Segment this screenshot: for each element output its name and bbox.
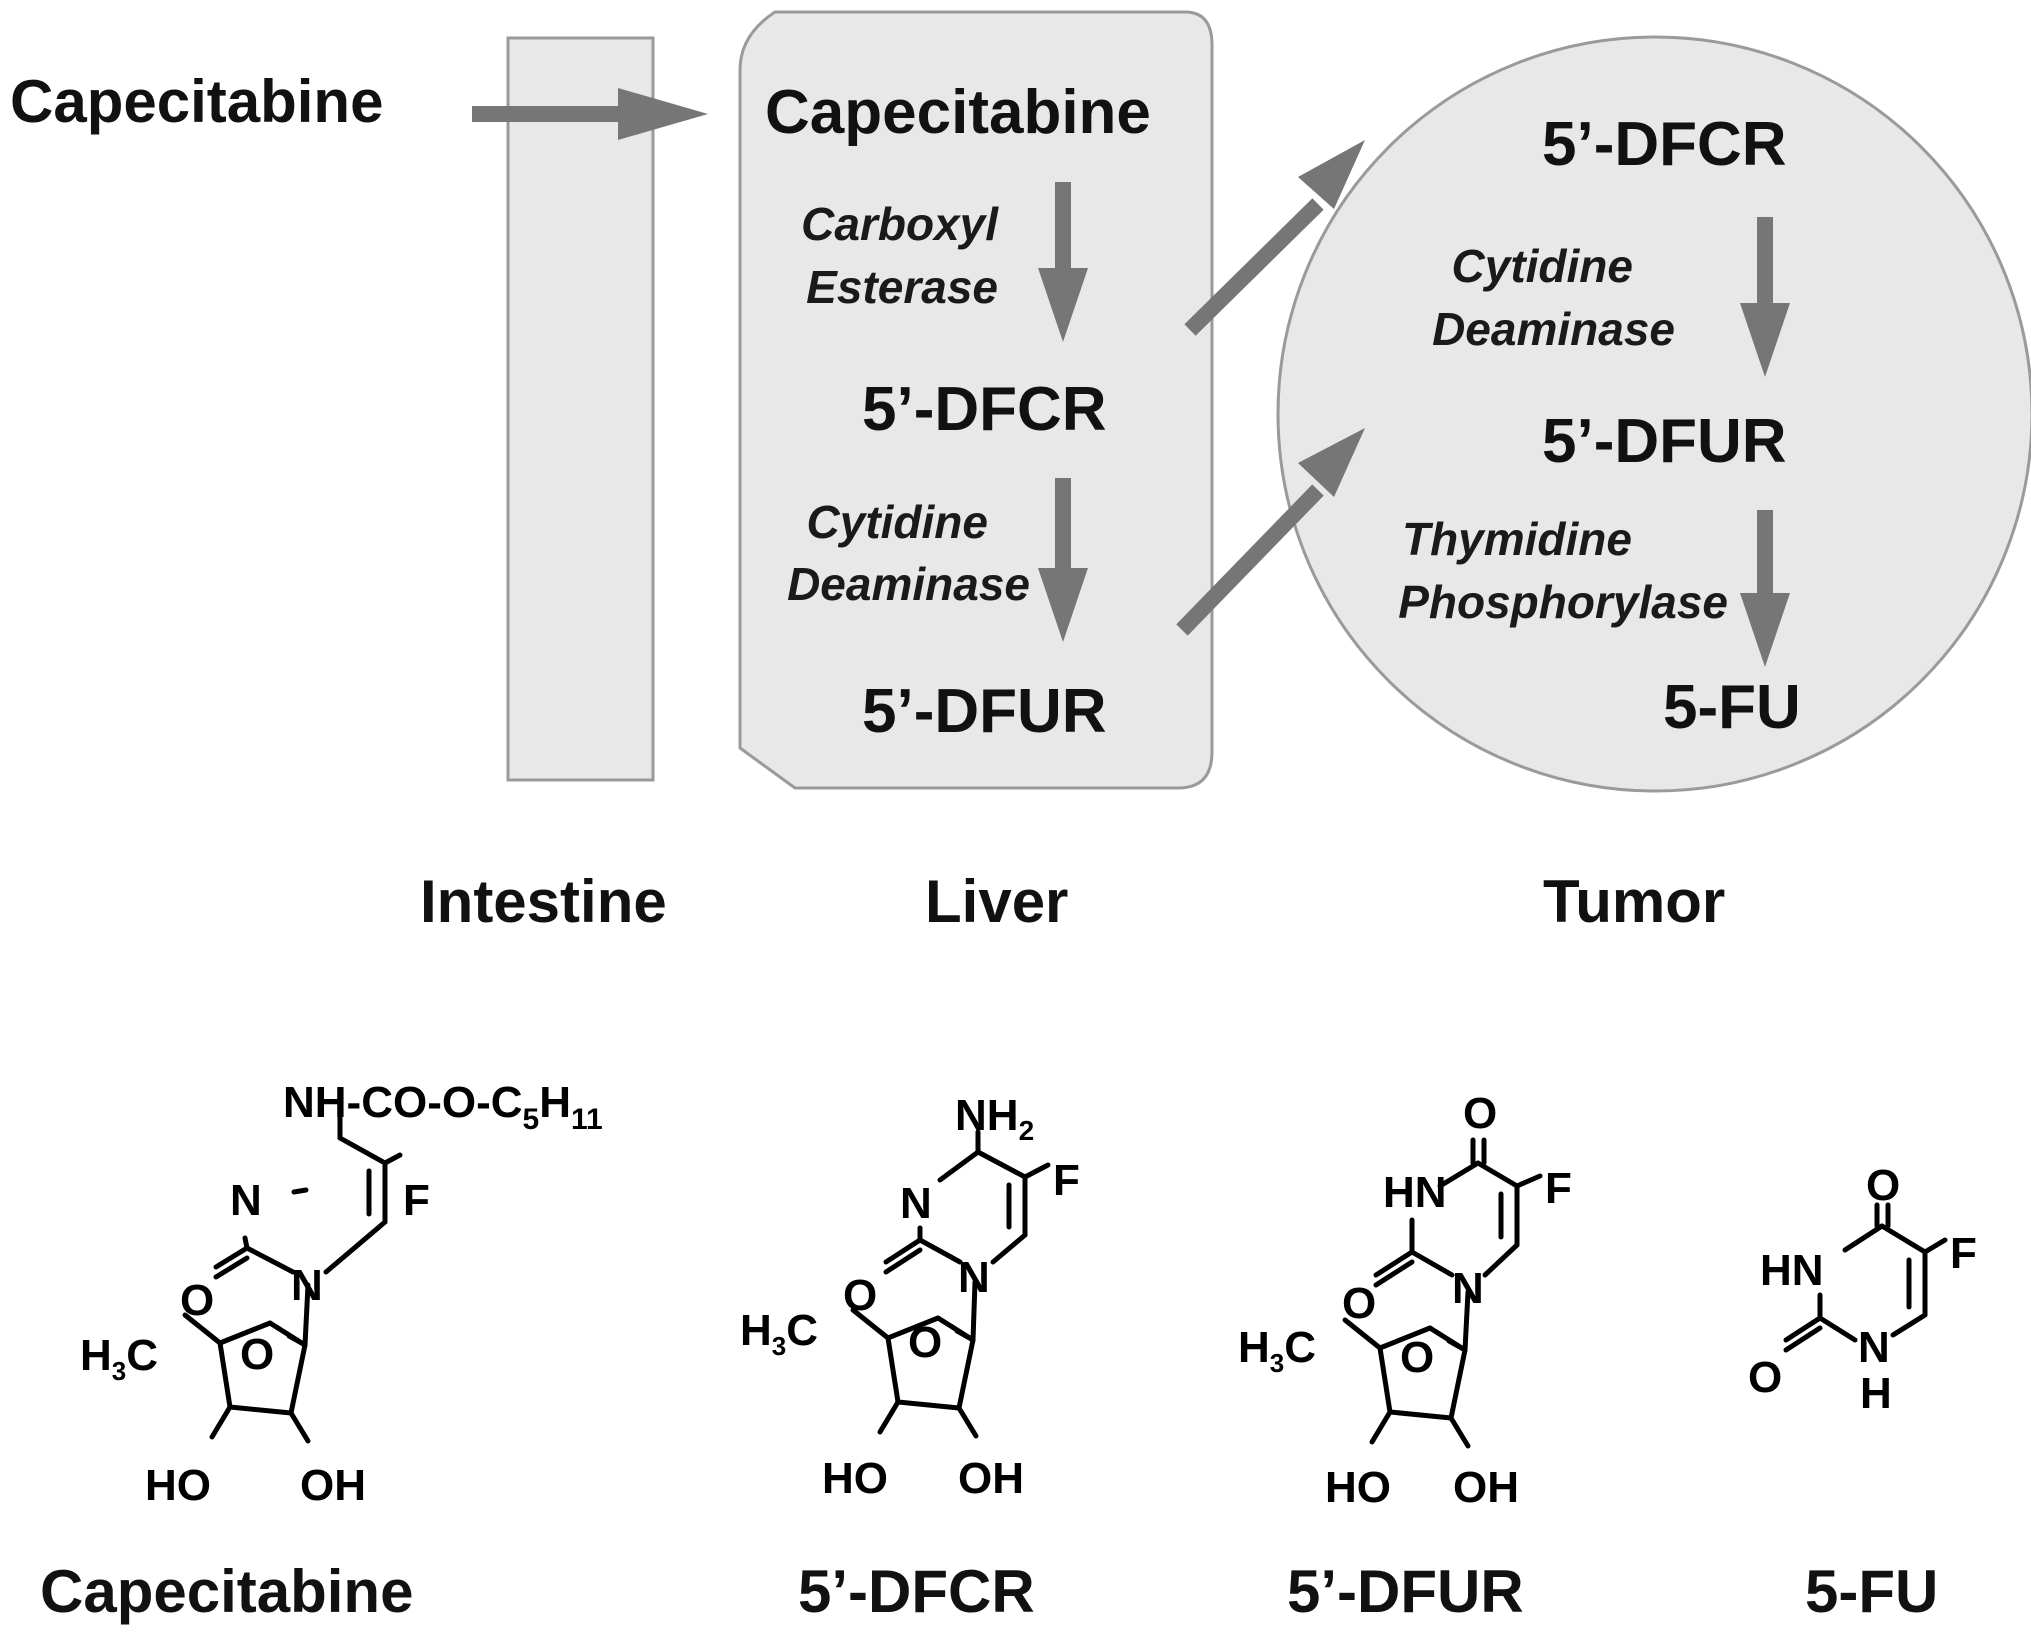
svg-text:OH: OH: [300, 1461, 366, 1510]
intestine-box: [506, 36, 655, 782]
liver-box: [738, 10, 1214, 790]
svg-text:F: F: [1950, 1229, 1977, 1278]
tumor-enzyme-cytidine-line1: Cytidine: [1452, 240, 1633, 292]
svg-text:N: N: [291, 1261, 323, 1310]
svg-text:O: O: [908, 1318, 942, 1367]
svg-text:O: O: [1866, 1161, 1900, 1210]
arrow-tumor-step-2: [1740, 510, 1790, 667]
svg-text:O: O: [1400, 1333, 1434, 1382]
liver-capecitabine-label: Capecitabine: [765, 78, 1151, 147]
organ-label-liver: Liver: [925, 868, 1068, 935]
svg-text:H: H: [1860, 1369, 1892, 1418]
tumor-enzyme-thymidine-line2: Phosphorylase: [1398, 576, 1728, 628]
organ-label-tumor: Tumor: [1543, 868, 1725, 935]
liver-enzyme-carboxyl-line2: Esterase: [806, 261, 998, 313]
liver-enzyme-cytidine-line2: Deaminase: [787, 558, 1030, 610]
arrow-dfcr-to-tumor: [1184, 140, 1365, 336]
tumor-dfcr-label: 5’-DFCR: [1542, 110, 1787, 179]
svg-text:O: O: [180, 1276, 214, 1325]
structure-name-5fu: 5-FU: [1805, 1558, 1938, 1625]
svg-text:O: O: [240, 1330, 274, 1379]
arrow-liver-step-2: [1038, 478, 1088, 642]
svg-text:N: N: [1452, 1264, 1484, 1313]
svg-text:O: O: [1463, 1089, 1497, 1138]
capecitabine-substituent: NH-CO-O-C5H11: [283, 1078, 603, 1136]
dfcr-amine: NH2: [955, 1091, 1034, 1146]
svg-text:HN: HN: [1760, 1246, 1824, 1295]
svg-text:H3C: H3C: [80, 1331, 158, 1386]
svg-text:H3C: H3C: [1238, 1323, 1316, 1378]
tumor-circle: [1276, 35, 2031, 793]
structure-dfcr: NH2 N F N O O H3C HO OH: [740, 1091, 1080, 1503]
structure-name-dfur: 5’-DFUR: [1287, 1558, 1524, 1625]
svg-text:HN: HN: [1383, 1168, 1447, 1217]
organ-label-intestine: Intestine: [420, 868, 667, 935]
svg-text:HO: HO: [145, 1461, 211, 1510]
tumor-dfur-label: 5’-DFUR: [1542, 407, 1787, 476]
svg-text:N: N: [900, 1179, 932, 1228]
svg-text:F: F: [403, 1176, 430, 1225]
svg-text:F: F: [1545, 1164, 1572, 1213]
arrow-dfur-to-tumor: [1176, 428, 1365, 636]
structure-name-capecitabine: Capecitabine: [40, 1558, 413, 1625]
input-capecitabine-label: Capecitabine: [10, 68, 383, 135]
svg-text:N: N: [230, 1176, 262, 1225]
liver-dfur-label: 5’-DFUR: [862, 677, 1107, 746]
structure-dfur: O HN F N O O H3C HO OH: [1238, 1089, 1572, 1512]
svg-text:OH: OH: [958, 1454, 1024, 1503]
svg-text:H3C: H3C: [740, 1306, 818, 1361]
svg-text:OH: OH: [1453, 1463, 1519, 1512]
arrow-liver-step-1: [1038, 182, 1088, 342]
liver-dfcr-label: 5’-DFCR: [862, 375, 1107, 444]
svg-text:O: O: [1342, 1279, 1376, 1328]
svg-text:HO: HO: [822, 1454, 888, 1503]
structure-capecitabine: NH-CO-O-C5H11 N F N O O H3C HO OH: [80, 1078, 603, 1510]
svg-text:O: O: [843, 1271, 877, 1320]
svg-text:N: N: [1858, 1323, 1890, 1372]
tumor-enzyme-thymidine-line1: Thymidine: [1402, 513, 1632, 565]
svg-text:N: N: [958, 1253, 990, 1302]
svg-text:O: O: [1748, 1353, 1782, 1402]
svg-text:F: F: [1053, 1156, 1080, 1205]
structure-name-dfcr: 5’-DFCR: [798, 1558, 1035, 1625]
svg-text:HO: HO: [1325, 1463, 1391, 1512]
arrow-tumor-step-1: [1740, 217, 1790, 377]
liver-enzyme-cytidine-line1: Cytidine: [807, 496, 988, 548]
tumor-fu-label: 5-FU: [1663, 673, 1801, 742]
liver-enzyme-carboxyl-line1: Carboxyl: [801, 198, 999, 250]
tumor-enzyme-cytidine-line2: Deaminase: [1432, 303, 1675, 355]
structure-5fu: O HN F O N H: [1748, 1161, 1977, 1418]
arrow-intestine-to-liver: [472, 88, 708, 140]
